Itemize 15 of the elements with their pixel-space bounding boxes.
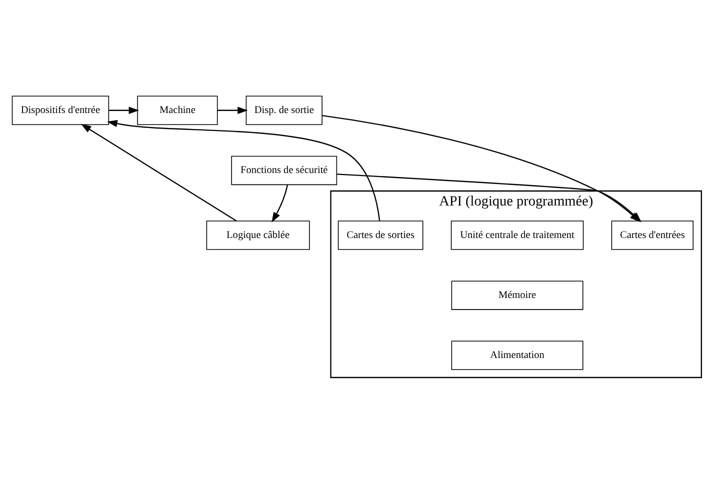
arrow (107, 120, 380, 221)
node-box: Logique câblée (206, 220, 310, 250)
node-box: Alimentation (451, 340, 584, 370)
node-box: Fonctions de sécurité (231, 155, 338, 185)
arrow (272, 184, 288, 222)
arrow (108, 106, 140, 114)
node-box: Cartes de sorties (338, 220, 424, 250)
node-box: Dispositifs d'entrée (12, 95, 110, 124)
node-box: Unité centrale de traitement (450, 220, 584, 250)
node-box: Mémoire (451, 280, 584, 310)
node-box: Cartes d'entrées (611, 220, 694, 250)
arrow (80, 123, 237, 221)
node-box: Disp. de sortie (246, 95, 322, 124)
arrow (217, 106, 248, 114)
node-box: Machine (137, 95, 218, 124)
